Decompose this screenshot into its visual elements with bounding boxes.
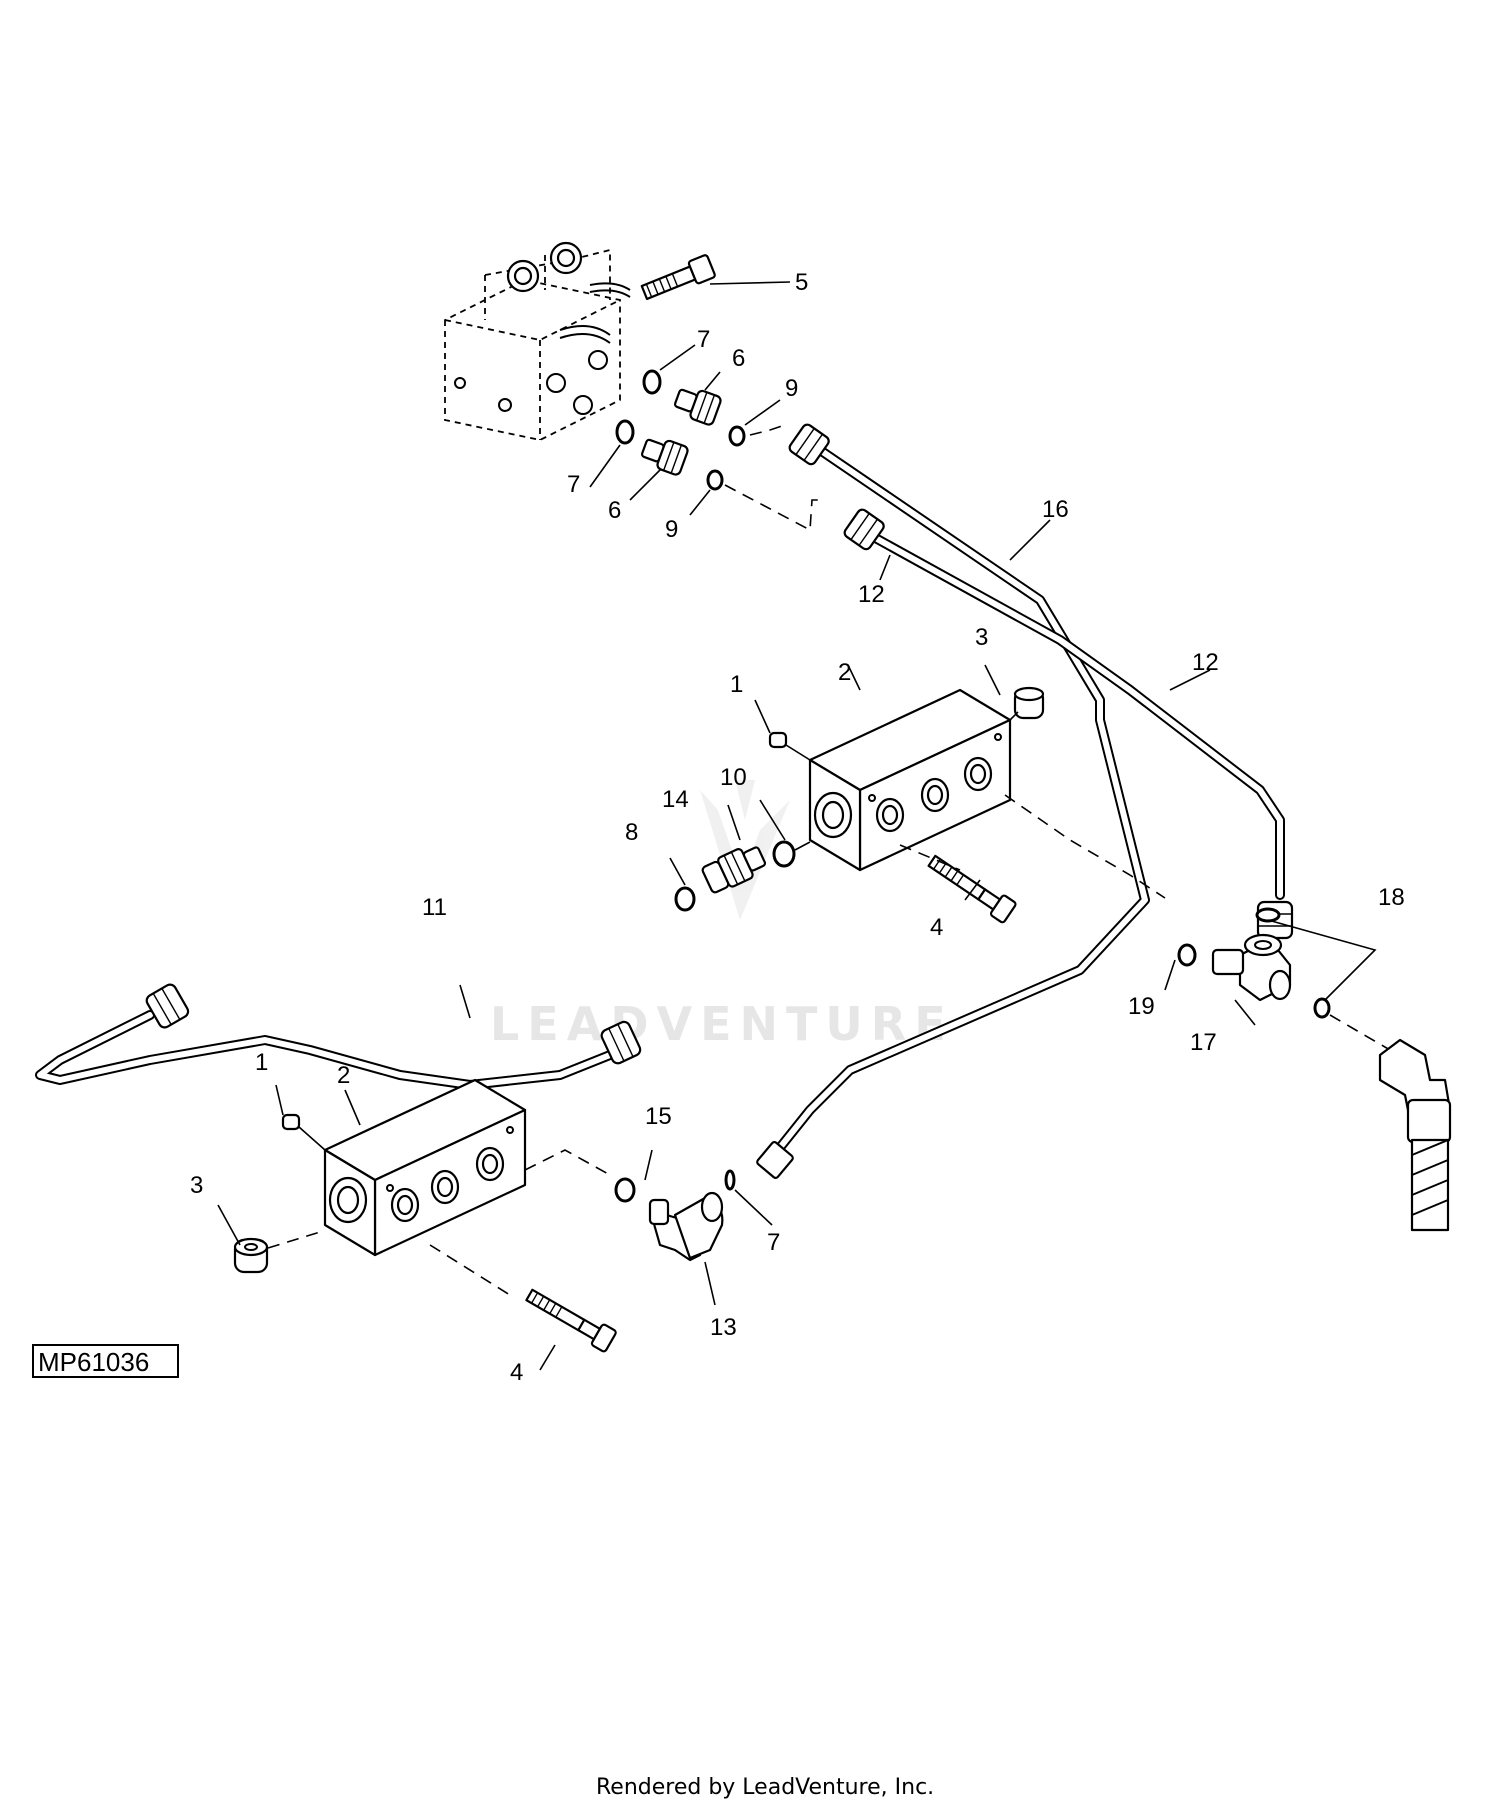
callout-9: 9	[785, 375, 798, 402]
callout-3: 3	[190, 1172, 203, 1199]
figure-id-text: MP61036	[38, 1347, 149, 1377]
callout-1: 1	[255, 1049, 268, 1076]
callout-13: 13	[710, 1314, 737, 1341]
valve-assembly	[444, 241, 631, 441]
callout-2: 2	[838, 659, 851, 686]
callout-2: 2	[337, 1062, 350, 1089]
callout-10: 10	[720, 764, 747, 791]
part-2-block-upper	[808, 688, 1012, 872]
part-7-o-ring-lower	[615, 419, 635, 445]
part-17-tee-fitting	[1211, 933, 1292, 1002]
part-10-o-ring	[772, 840, 796, 868]
callout-7: 7	[567, 471, 580, 498]
part-11-tube	[35, 983, 642, 1090]
hose-elbow-right	[1378, 1038, 1452, 1232]
figure-id-label: MP61036	[32, 1344, 179, 1378]
callout-7: 7	[697, 326, 710, 353]
callout-4: 4	[930, 914, 943, 941]
part-16-tube	[756, 423, 1150, 1179]
part-13-elbow	[648, 1191, 724, 1262]
part-8-o-ring	[674, 886, 696, 912]
watermark-text: LEADVENTURE	[490, 997, 954, 1051]
part-15-o-ring	[614, 1177, 636, 1203]
part-18-o-ring-top	[1255, 907, 1281, 923]
callout-6: 6	[732, 345, 745, 372]
callout-9: 9	[665, 516, 678, 543]
part-3-plug-upper	[1013, 686, 1045, 720]
part-1-nut-lower	[281, 1113, 301, 1131]
part-18-o-ring-side	[1313, 997, 1331, 1019]
footer-credit: Rendered by LeadVenture, Inc.	[596, 1775, 934, 1800]
part-7-o-ring-upper	[642, 369, 662, 395]
watermark-logo-icon	[700, 780, 790, 920]
callout-15: 15	[645, 1103, 672, 1130]
callout-17: 17	[1190, 1029, 1217, 1056]
callout-4: 4	[510, 1359, 523, 1386]
part-4-bolt-upper	[927, 854, 1017, 924]
part-5-bolt	[640, 254, 716, 301]
callout-12: 12	[1192, 649, 1219, 676]
callout-11: 11	[422, 894, 447, 921]
part-4-bolt-lower	[525, 1288, 617, 1353]
callout-16: 16	[1042, 496, 1069, 523]
part-1-nut-upper	[768, 731, 788, 749]
callout-3: 3	[975, 624, 988, 651]
part-9-o-ring-lower	[706, 469, 724, 491]
part-3-plug-lower	[233, 1237, 269, 1274]
callout-8: 8	[625, 819, 638, 846]
callout-6: 6	[608, 497, 621, 524]
part-7-o-ring-elbow	[724, 1169, 736, 1191]
part-6-fitting-upper	[673, 388, 722, 426]
callout-14: 14	[662, 786, 689, 813]
callout-7: 7	[767, 1229, 780, 1256]
callout-18: 18	[1378, 884, 1405, 911]
part-9-o-ring-upper	[728, 425, 746, 447]
part-6-fitting-lower	[640, 438, 689, 476]
part-14-fitting	[701, 846, 767, 894]
part-19-o-ring	[1177, 943, 1197, 967]
callout-5: 5	[795, 269, 808, 296]
callout-19: 19	[1128, 993, 1155, 1020]
callout-1: 1	[730, 671, 743, 698]
part-2-block-lower	[323, 1078, 527, 1257]
callout-12: 12	[858, 581, 885, 608]
watermark: LEADVENTURE	[490, 780, 954, 1051]
